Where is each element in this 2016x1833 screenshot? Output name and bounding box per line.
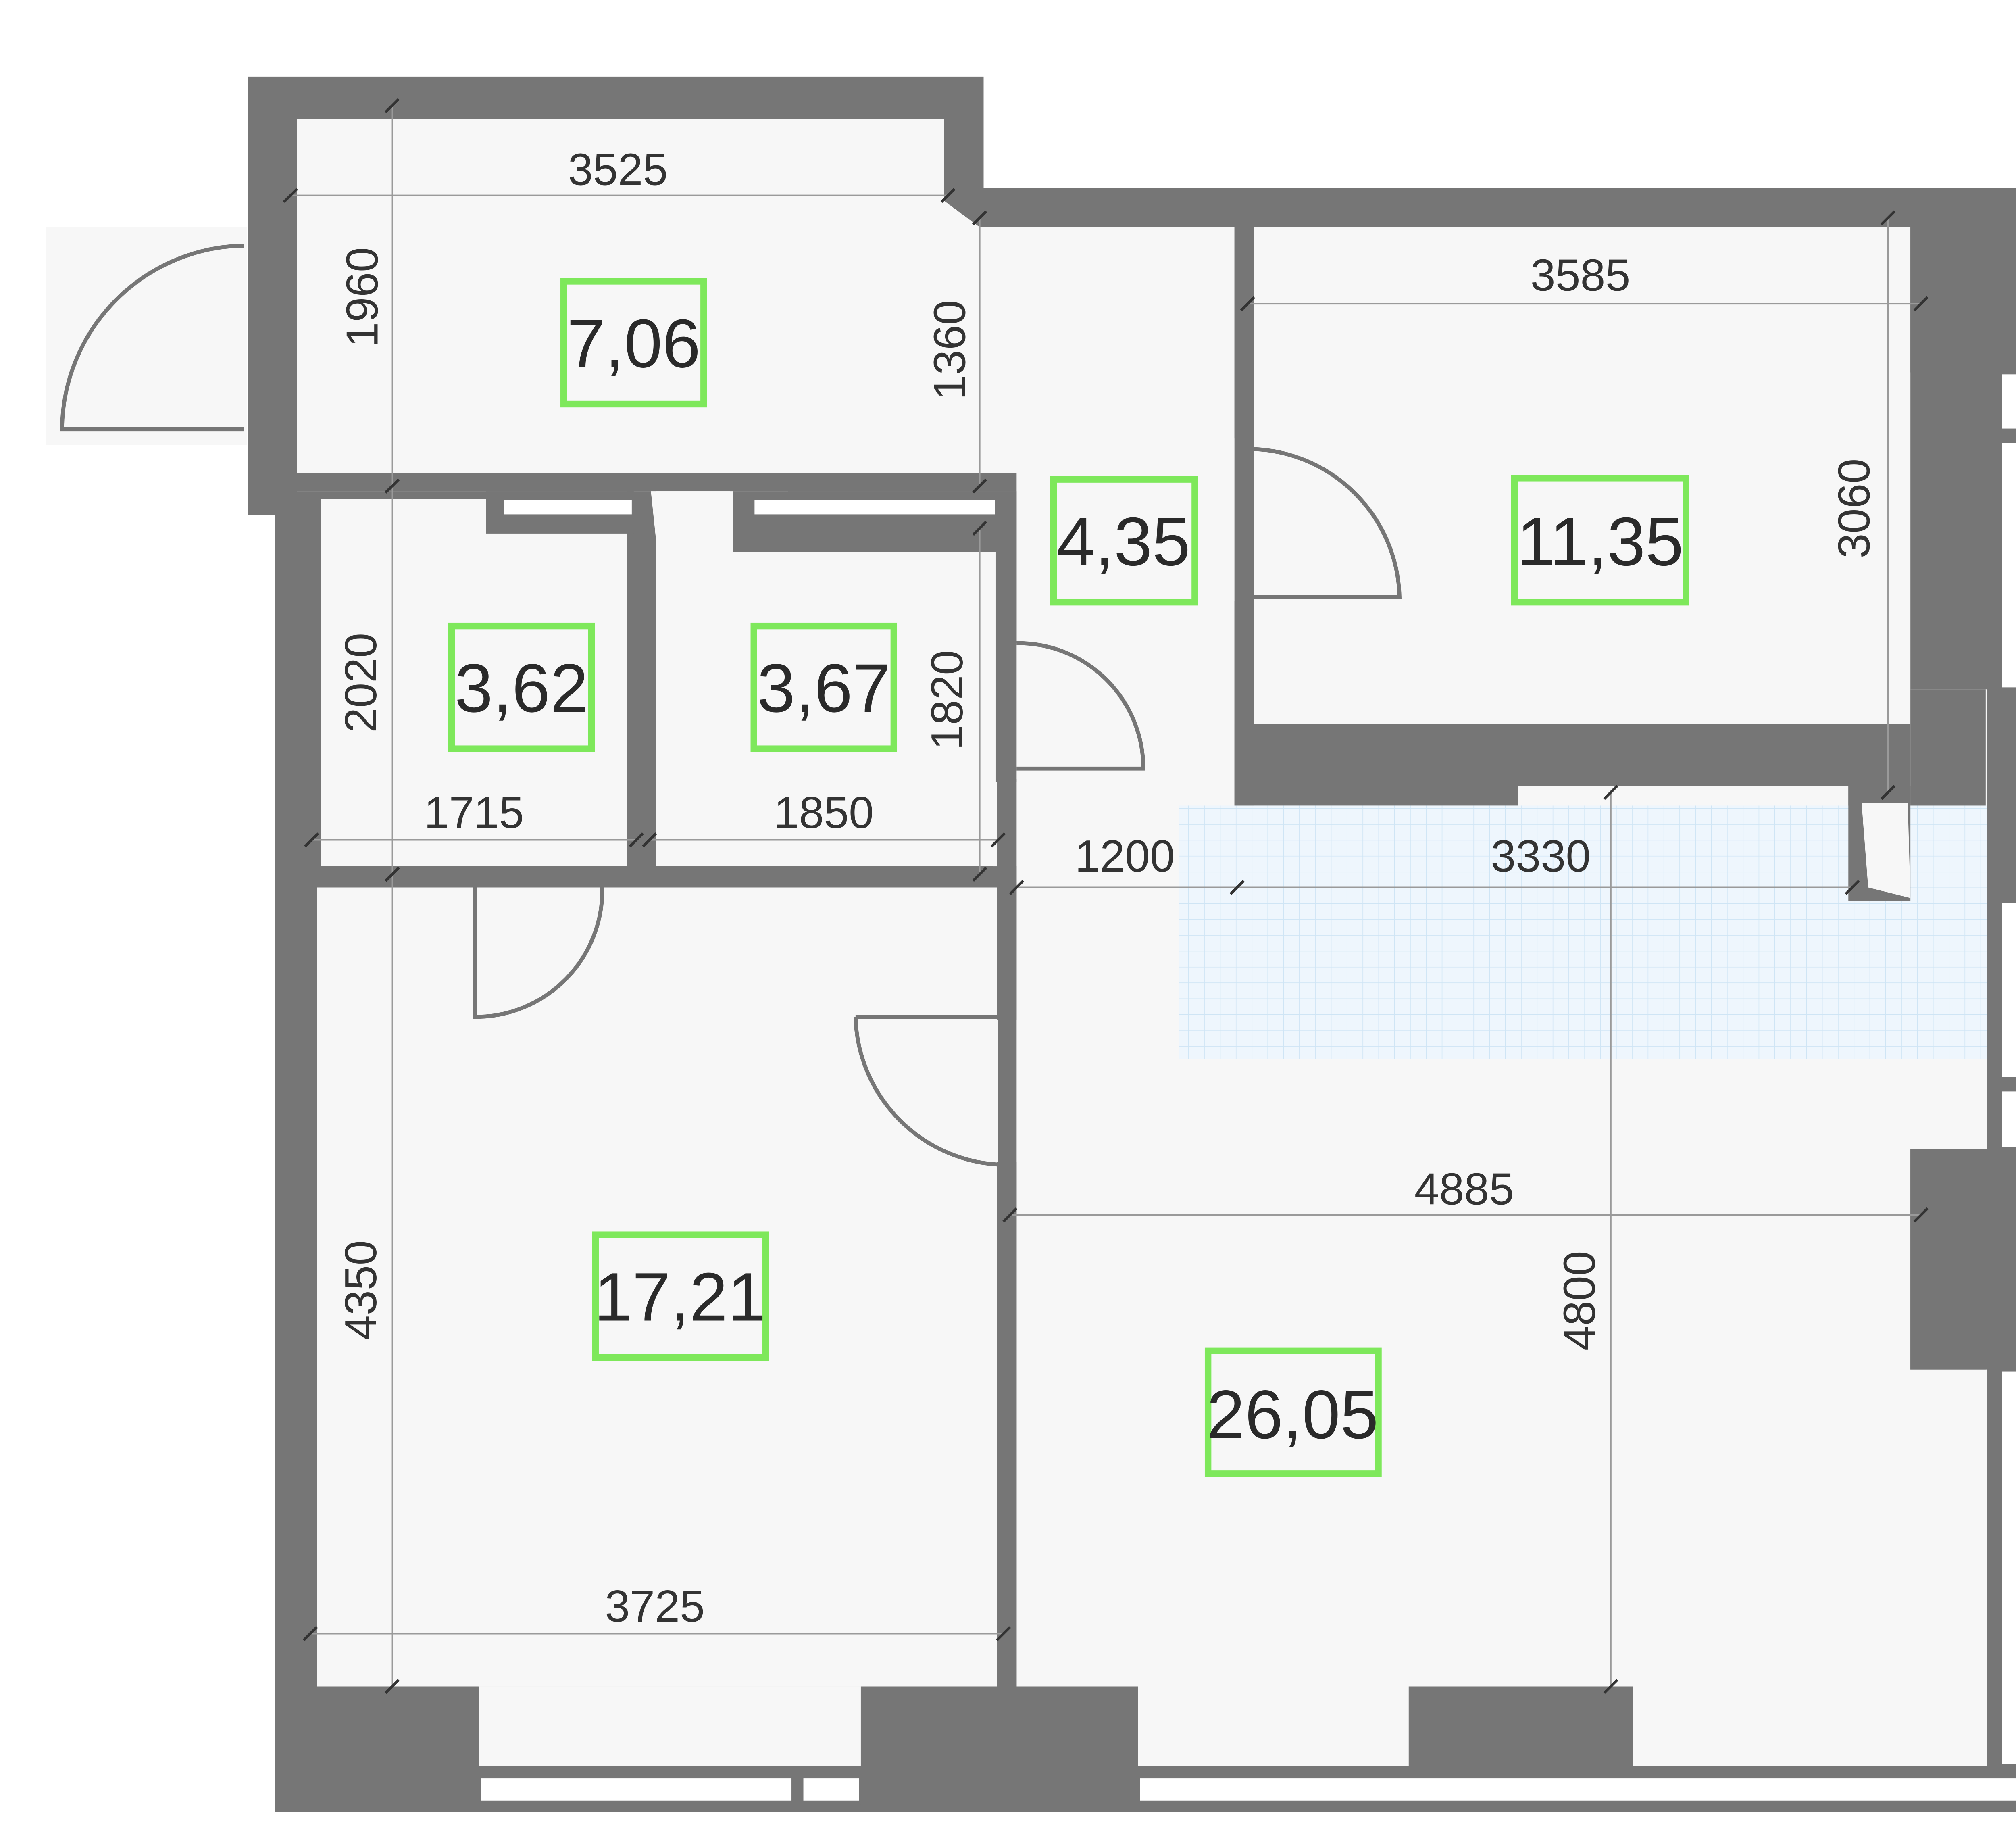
dim-tick-kitchen-width-0	[1229, 880, 1245, 895]
dim-tick-living-width-1	[1913, 1207, 1929, 1223]
dim-tick-living-height-0	[1603, 785, 1618, 800]
dim-tick-entry-height-0	[384, 98, 400, 113]
dim-tick-bath1-height-0	[384, 478, 400, 494]
area-badge-corridor: 4,35	[1050, 476, 1198, 606]
area-badge-entry: 7,06	[560, 278, 707, 408]
dim-tick-corridor-top-0	[972, 210, 987, 225]
dim-tick-bedroom2-height-1	[384, 1679, 400, 1694]
dim-bedroom2-height: 4350	[335, 1240, 386, 1340]
dim-bath2-height: 1820	[922, 650, 972, 750]
dim-tick-bedroom-height-1	[1880, 785, 1896, 800]
dim-bedroom-height: 3060	[1829, 459, 1879, 559]
dim-tick-bath1-width-0	[304, 832, 319, 848]
dim-tick-bedroom2-width-1	[996, 1626, 1011, 1641]
windows	[477, 370, 2016, 1805]
area-badges: 7,06 4,35 11,35 3,62 3,67 17,21 26,05	[448, 278, 1689, 1477]
dim-tick-entry-width-1	[940, 188, 956, 203]
doors	[60, 244, 1402, 1167]
dim-tick-corridor-top-1	[972, 478, 987, 494]
dimension-lines	[283, 98, 1929, 1694]
bath1-door	[473, 882, 604, 1019]
dim-bath2-width: 1850	[774, 787, 874, 838]
column-chip	[1862, 803, 1911, 898]
dim-tick-entry-width-0	[283, 188, 298, 203]
entrance-door	[60, 244, 244, 432]
dim-living-height: 4800	[1554, 1251, 1605, 1351]
area-label-living: 26,05	[1207, 1376, 1379, 1453]
dim-tick-living-height-1	[1603, 1679, 1618, 1694]
area-badge-bedroom2: 17,21	[592, 1231, 769, 1361]
dim-tick-living-width-0	[1002, 1207, 1018, 1223]
dim-entry-height: 1960	[337, 247, 387, 347]
outside-entry	[46, 227, 247, 445]
dim-corridor-width: 1200	[1075, 831, 1175, 881]
dim-tick-bedroom2-width-0	[302, 1626, 318, 1641]
dim-tick-corridor-width-0	[1009, 880, 1025, 895]
dim-tick-bath2-width-0	[642, 832, 657, 848]
dim-bath1-height: 2020	[335, 633, 386, 733]
area-badge-bath2: 3,67	[750, 622, 898, 752]
bath2-floor	[656, 552, 996, 867]
area-badge-living: 26,05	[1204, 1347, 1382, 1477]
dim-tick-bath2-height-0	[972, 521, 987, 536]
bath2-door	[1016, 641, 1145, 771]
bath1-floor	[321, 499, 630, 867]
dimension-labels: 3525 1960 1360 3585 3060 2020 1715 1850 …	[335, 144, 1879, 1631]
bedroom2-floor	[317, 887, 998, 1687]
dim-bedroom2-width: 3725	[605, 1581, 705, 1631]
dim-tick-bedroom-width-0	[1240, 296, 1256, 311]
dim-entry-width: 3525	[568, 144, 668, 194]
area-label-bedroom2: 17,21	[594, 1259, 766, 1335]
living-lower-floor	[478, 1686, 861, 1766]
area-badge-bedroom: 11,35	[1511, 475, 1689, 606]
dim-living-width: 4885	[1414, 1164, 1514, 1214]
area-label-entry: 7,06	[567, 305, 700, 382]
bedroom-door	[1252, 447, 1402, 599]
dim-tick-bedroom-height-0	[1880, 210, 1896, 225]
area-badge-bath1: 3,62	[448, 622, 595, 752]
dim-tick-bedroom-width-1	[1913, 296, 1929, 311]
area-label-bath2: 3,67	[757, 650, 891, 727]
area-label-bath1: 3,62	[455, 650, 588, 727]
dim-tick-bath2-width-1	[990, 832, 1006, 848]
dim-bath1-width: 1715	[424, 787, 524, 838]
bedroom2-door	[853, 1015, 1004, 1167]
dim-tick-kitchen-width-1	[1845, 880, 1860, 895]
dim-corridor-top: 1360	[925, 300, 975, 400]
area-label-corridor: 4,35	[1057, 503, 1190, 580]
dim-tick-bath2-height-1	[972, 867, 987, 882]
dim-tick-bath1-width-1	[629, 832, 644, 848]
shaft-chip	[651, 491, 730, 548]
dim-bedroom-width: 3585	[1531, 250, 1631, 300]
dim-tick-bedroom2-height-0	[384, 867, 400, 882]
dim-kitchen-width: 3330	[1491, 831, 1591, 881]
area-label-bedroom: 11,35	[1517, 503, 1683, 580]
